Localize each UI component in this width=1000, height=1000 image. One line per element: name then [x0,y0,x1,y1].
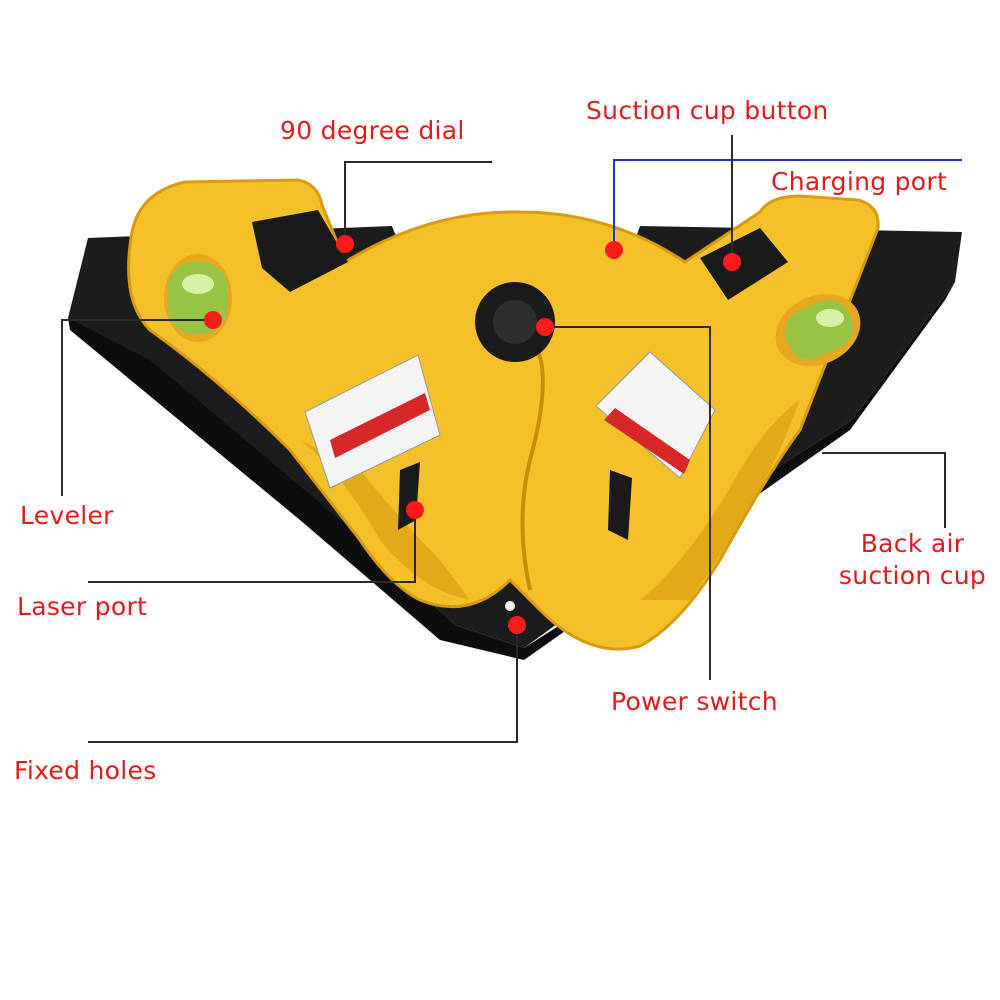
dot-leveler [204,311,222,329]
marker-dots [204,235,741,634]
dot-charging-port [605,241,623,259]
fixed-hole [505,601,515,611]
right-bubble-vial [775,294,861,366]
leader-charging-port [613,159,962,250]
label-back-air-line2: suction cup [838,561,987,590]
label-laser-port: Laser port [17,592,148,621]
leader-fixed-holes [88,625,518,743]
label-charging-port: Charging port [771,167,948,196]
leader-laser-port [88,510,416,583]
dot-dial [336,235,354,253]
label-power-switch: Power switch [611,687,778,716]
right-warning-sticker [595,351,716,479]
dot-suction-button [723,253,741,271]
label-back-air-line1: Back air [860,529,965,558]
dot-power-switch [536,318,554,336]
label-suction-cup-button: Suction cup button [586,96,829,125]
right-laser-slot [608,470,632,540]
base-plate-edge [68,282,955,660]
leader-lines [61,135,946,743]
leader-dial [344,161,492,244]
right-arm-shadow [640,400,800,600]
label-leveler: Leveler [20,501,114,530]
left-bubble-vial [164,254,232,342]
left-top-button [252,210,348,292]
label-back-air-suction-cup: Back air suction cup [830,528,995,592]
leader-power-switch [545,326,711,680]
dot-fixed-holes [508,616,526,634]
label-90-degree-dial: 90 degree dial [280,116,465,145]
right-top-button [700,228,788,300]
label-fixed-holes: Fixed holes [14,756,157,785]
left-warning-sticker [304,354,441,489]
leader-back-air [822,452,946,528]
dot-laser-port [406,501,424,519]
leader-leveler [61,319,213,496]
left-arm [127,178,880,651]
